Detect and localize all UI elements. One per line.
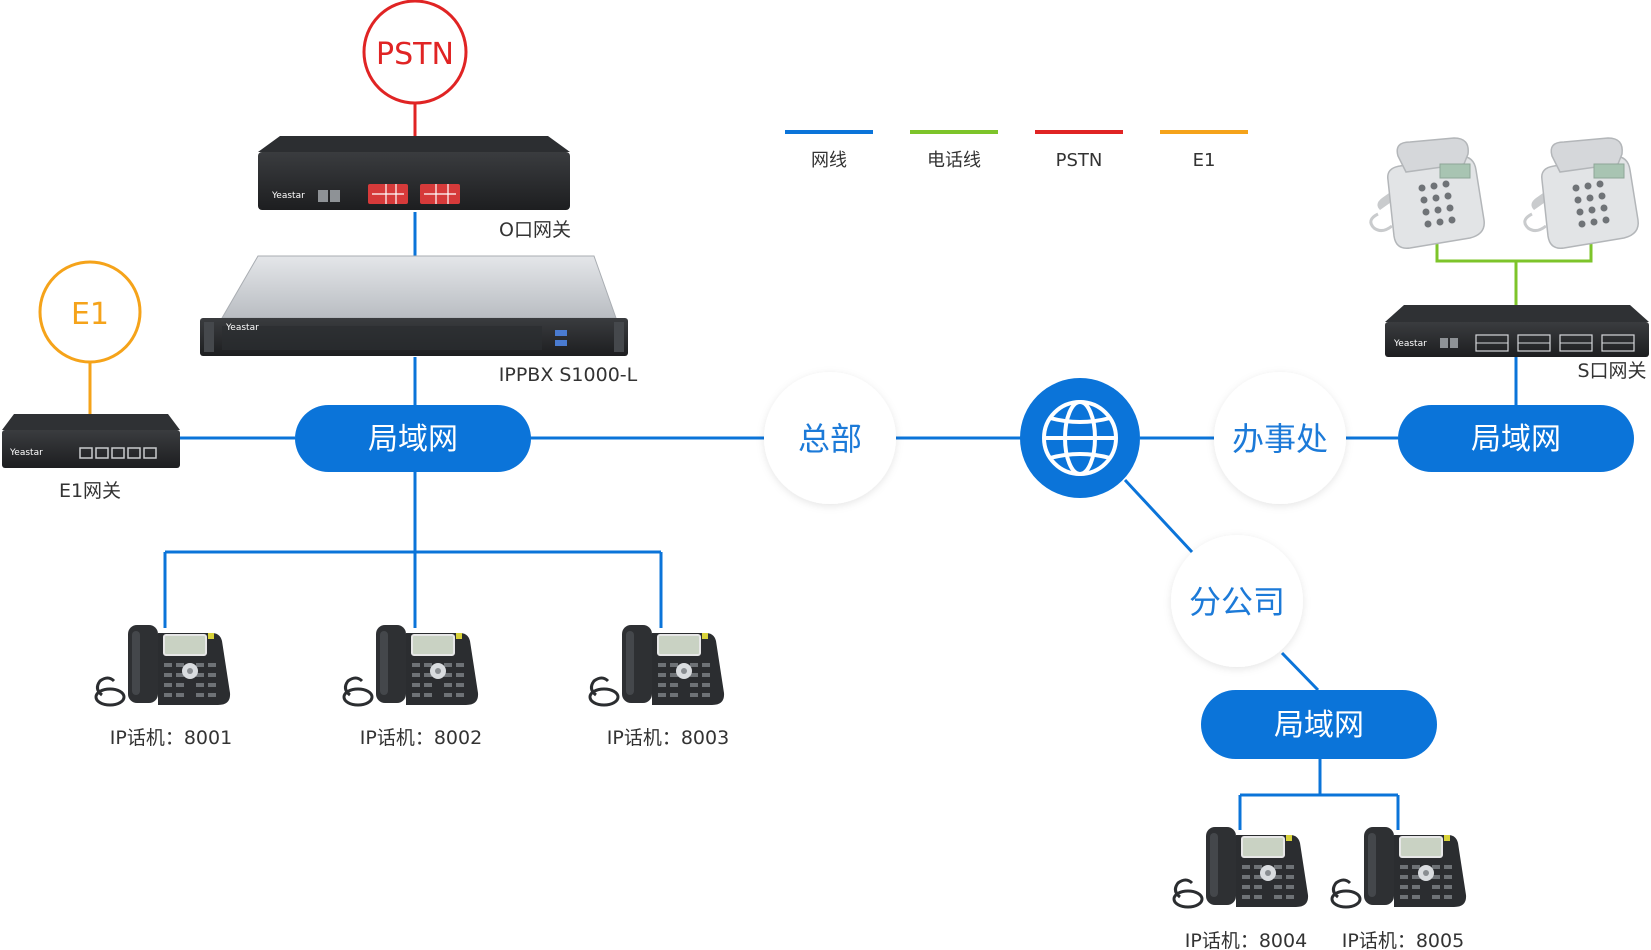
ip-phone-8003-label: IP话机：8003 bbox=[607, 727, 729, 749]
s-gateway-label: S口网关 bbox=[1577, 360, 1646, 382]
e1-circle: E1 bbox=[38, 260, 142, 364]
legend-e1-label: E1 bbox=[1193, 150, 1216, 171]
site-hq-label: 总部 bbox=[798, 420, 862, 458]
branch-to-lan-line bbox=[1280, 651, 1320, 692]
legend: 网线 电话线 PSTN E1 bbox=[785, 130, 1248, 171]
e1-gateway-label: E1网关 bbox=[59, 480, 121, 502]
o-gateway-device: Yeastar bbox=[258, 136, 570, 210]
branch-phone-tree-line bbox=[1238, 758, 1400, 830]
pstn-circle: PSTN bbox=[362, 0, 468, 105]
pstn-circle-label: PSTN bbox=[376, 37, 454, 72]
lan-branch-node: 局域网 bbox=[1201, 690, 1437, 759]
lan-hq-label: 局域网 bbox=[368, 422, 458, 457]
ip-phone-8005 bbox=[1330, 825, 1468, 909]
site-office-node: 办事处 bbox=[1214, 372, 1346, 504]
e1-gateway-device: Yeastar bbox=[2, 414, 180, 468]
ip-phone-8004-label: IP话机：8004 bbox=[1185, 930, 1307, 950]
ippbx-server: Yeastar bbox=[200, 255, 628, 356]
legend-phone-line-label: 电话线 bbox=[927, 150, 981, 171]
analog-phone-2 bbox=[1523, 136, 1640, 250]
o-gateway-label: O口网关 bbox=[499, 219, 571, 241]
internet-globe-icon bbox=[1020, 378, 1140, 498]
ip-phone-8002-label: IP话机：8002 bbox=[360, 727, 482, 749]
ippbx-brand-label: Yeastar bbox=[225, 323, 259, 333]
internet-to-branch-line bbox=[1123, 478, 1194, 554]
ip-phone-8001 bbox=[94, 623, 232, 707]
site-branch-label: 分公司 bbox=[1189, 583, 1285, 621]
analog-phone-1 bbox=[1369, 136, 1486, 250]
lan-branch-label: 局域网 bbox=[1274, 708, 1364, 743]
ip-phone-8003 bbox=[588, 623, 726, 707]
s-gateway-device: Yeastar bbox=[1385, 305, 1649, 357]
ip-phone-8004 bbox=[1172, 825, 1310, 909]
legend-pstn-label: PSTN bbox=[1056, 150, 1103, 171]
ip-phone-8005-label: IP话机：8005 bbox=[1342, 930, 1464, 950]
connection-lines bbox=[88, 103, 1593, 830]
s-gateway-brand-label: Yeastar bbox=[1393, 339, 1427, 349]
lan-office-node: 局域网 bbox=[1398, 405, 1634, 472]
o-gateway-brand-label: Yeastar bbox=[271, 191, 305, 201]
site-hq-node: 总部 bbox=[764, 372, 896, 504]
e1-gateway-brand-label: Yeastar bbox=[9, 448, 43, 458]
site-branch-node: 分公司 bbox=[1171, 535, 1303, 667]
site-office-label: 办事处 bbox=[1232, 420, 1328, 458]
lan-hq-node: 局域网 bbox=[295, 405, 531, 472]
ippbx-label: IPPBX S1000-L bbox=[499, 364, 638, 386]
legend-network-label: 网线 bbox=[811, 150, 847, 171]
e1-circle-label: E1 bbox=[71, 297, 109, 332]
lan-office-label: 局域网 bbox=[1471, 422, 1561, 457]
ip-phone-8002 bbox=[342, 623, 480, 707]
ip-phone-8001-label: IP话机：8001 bbox=[110, 727, 232, 749]
hq-phone-tree-line bbox=[163, 471, 663, 628]
